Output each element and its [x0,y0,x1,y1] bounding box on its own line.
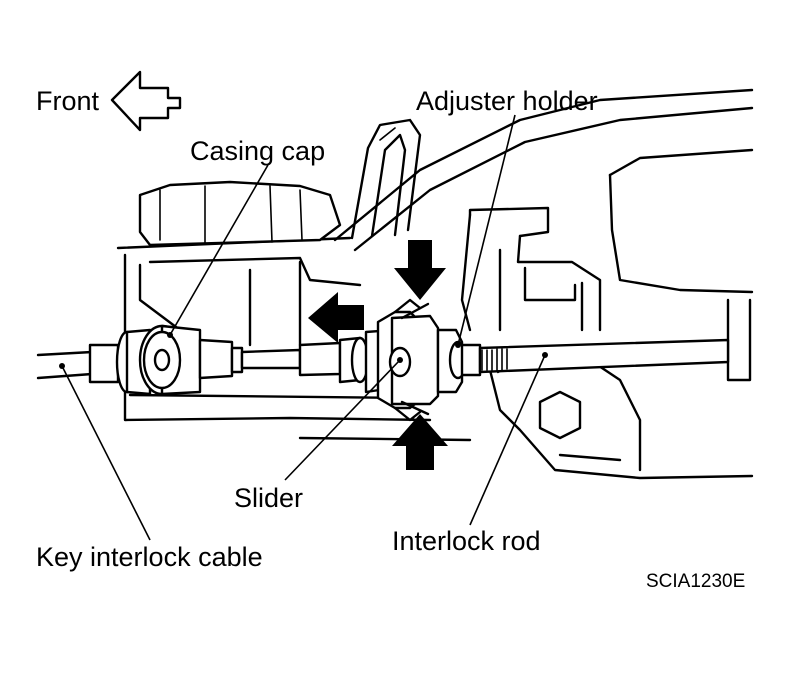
key-interlock-cable [36,324,342,396]
push-arrow-down-icon [394,240,446,300]
slider-assembly [338,298,482,422]
adjuster-holder-label: Adjuster holder [416,86,598,116]
front-direction-arrow-icon [110,70,182,132]
slider-label: Slider [234,483,304,513]
leader-lines [59,114,548,541]
figure-code: SCIA1230E [646,571,746,592]
push-arrow-up-icon [392,414,448,470]
casing-cap-label: Casing cap [190,136,326,166]
pull-arrow-left-icon [308,292,364,343]
key-interlock-cable-label: Key interlock cable [36,542,263,572]
front-label: Front [36,86,100,116]
interlock-rod-label: Interlock rod [392,526,541,556]
interlock-rod [478,338,730,374]
